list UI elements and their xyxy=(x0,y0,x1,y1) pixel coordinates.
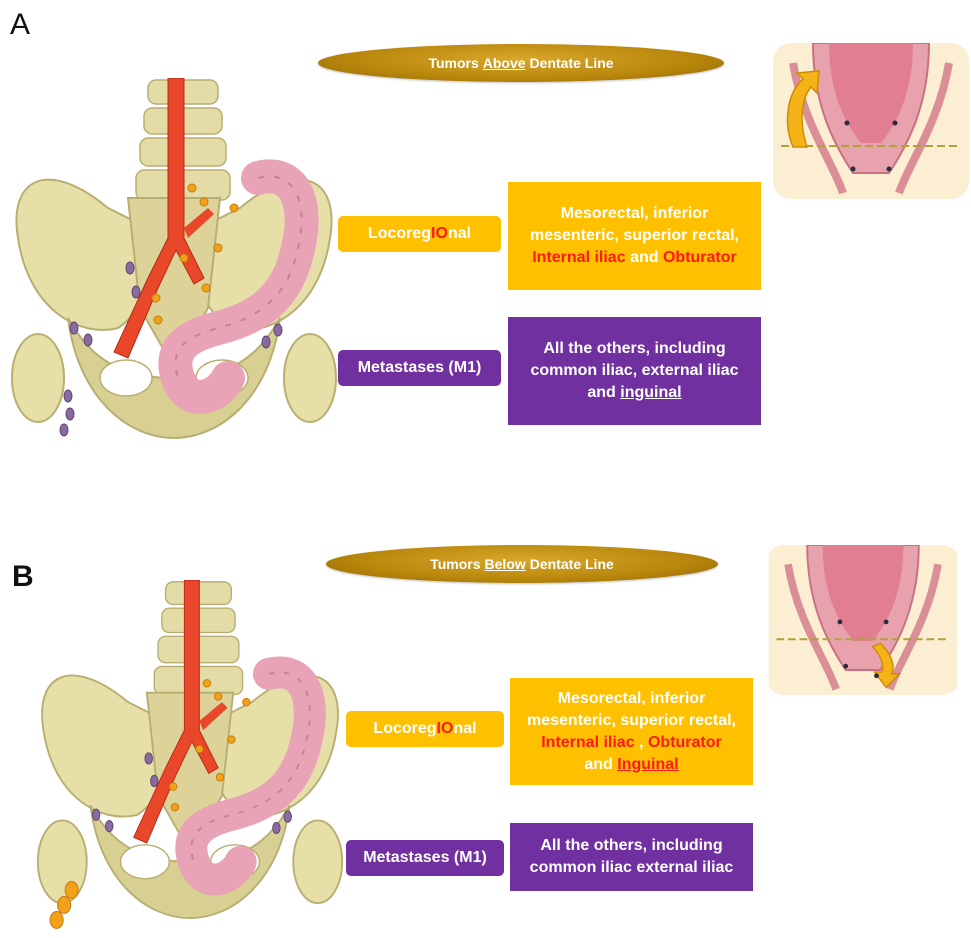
title-above-dentate-line: Tumors Above Dentate Line xyxy=(318,44,724,82)
title-text: Dentate Line xyxy=(530,55,614,71)
pelvis-illustration xyxy=(30,580,350,935)
panel-label-a: A xyxy=(10,8,30,42)
metastases-label: Metastases (M1) xyxy=(338,350,501,386)
metastases-description: All the others, including common iliac e… xyxy=(510,823,753,891)
title-emphasis: Below xyxy=(485,556,526,572)
anal-canal-inset xyxy=(773,43,969,199)
metastases-description: All the others, including common iliac, … xyxy=(508,317,761,425)
title-emphasis: Above xyxy=(483,55,526,71)
title-text: Dentate Line xyxy=(530,556,614,572)
anal-canal-inset xyxy=(766,545,960,695)
locoregional-nodes-description: Mesorectal, inferior mesenteric, superio… xyxy=(510,678,753,785)
title-below-dentate-line: Tumors Below Dentate Line xyxy=(326,545,718,583)
title-text: Tumors xyxy=(428,55,478,71)
metastases-label: Metastases (M1) xyxy=(346,840,504,876)
locoregional-nodes-description: Mesorectal, inferior mesenteric, superio… xyxy=(508,182,761,290)
pelvis-illustration xyxy=(8,78,340,456)
title-text: Tumors xyxy=(430,556,480,572)
